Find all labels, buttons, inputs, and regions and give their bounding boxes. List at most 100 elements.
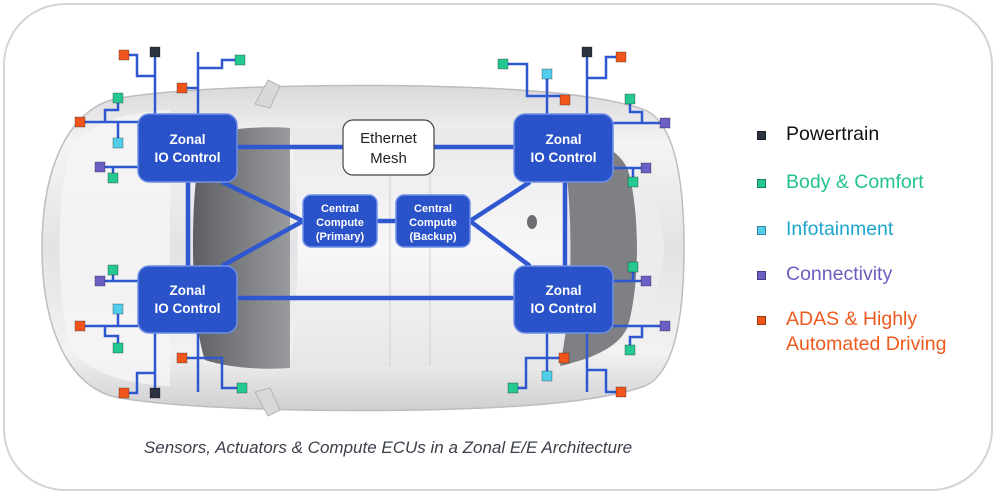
legend-item-body-comfort: Body & Comfort bbox=[757, 170, 946, 195]
legend-label: Infotainment bbox=[786, 218, 894, 240]
powertrain-ecu-icon bbox=[149, 46, 161, 58]
wire-segment bbox=[124, 371, 155, 395]
central-primary-line3: (Primary) bbox=[316, 231, 365, 243]
body-ecu-icon bbox=[627, 176, 639, 188]
wire-segment bbox=[103, 326, 120, 346]
body-ecu-icon bbox=[624, 93, 636, 105]
infotainment-ecu-icon bbox=[541, 370, 553, 382]
link-rl-primary bbox=[220, 219, 305, 268]
zonal-label-line2: IO Control bbox=[155, 301, 221, 316]
zonal-box bbox=[513, 265, 614, 334]
body-ecu-icon bbox=[112, 92, 124, 104]
diagram-caption: Sensors, Actuators & Compute ECUs in a Z… bbox=[143, 438, 633, 457]
infotainment-ecu-icon bbox=[112, 137, 124, 149]
adas-ecu-icon bbox=[615, 51, 627, 63]
zonal-box bbox=[137, 113, 238, 183]
body-ecu-icon bbox=[107, 172, 119, 184]
connectivity-ecu-icon bbox=[640, 275, 652, 287]
legend-label-line1: ADAS & Highly bbox=[786, 308, 918, 330]
adas-ecu-icon bbox=[74, 116, 86, 128]
legend-item-infotainment: Infotainment bbox=[757, 217, 946, 242]
zonal-label-line2: IO Control bbox=[531, 150, 597, 165]
connectivity-ecu-icon bbox=[94, 161, 106, 173]
right-mirror bbox=[254, 387, 281, 417]
adas-ecu-icon bbox=[118, 49, 130, 61]
body-ecu-icon bbox=[107, 264, 119, 276]
powertrain-swatch-icon bbox=[757, 131, 766, 140]
roof bbox=[290, 128, 569, 368]
ethernet-mesh-box bbox=[342, 119, 435, 176]
adas-ecu-icon bbox=[558, 352, 570, 364]
backbone-network bbox=[185, 144, 568, 301]
left-mirror bbox=[254, 79, 281, 109]
wire-segment bbox=[628, 101, 644, 123]
body-ecu-icon bbox=[624, 344, 636, 356]
body-ecu-icon bbox=[627, 261, 639, 273]
adas-ecu-icon bbox=[559, 94, 571, 106]
wire-segment bbox=[198, 58, 238, 70]
central-backup-line2: Compute bbox=[409, 217, 457, 229]
central-compute-backup-node[interactable]: Central Compute (Backup) bbox=[395, 194, 471, 248]
wire-segment bbox=[587, 55, 621, 80]
central-primary-box bbox=[302, 194, 378, 248]
adas-ecu-icon bbox=[176, 82, 188, 94]
ethernet-mesh-line2: Mesh bbox=[370, 150, 407, 167]
infotainment-ecu-icon bbox=[541, 68, 553, 80]
infotainment-ecu-icon bbox=[112, 303, 124, 315]
legend: Powertrain Body & Comfort Infotainment C… bbox=[757, 122, 946, 357]
wire-segment bbox=[103, 101, 120, 122]
wire-segment bbox=[587, 368, 621, 394]
legend-item-connectivity: Connectivity bbox=[757, 262, 946, 287]
connectivity-ecu-icon bbox=[94, 275, 106, 287]
connectivity-ecu-icon bbox=[659, 117, 671, 129]
powertrain-ecu-icon bbox=[149, 387, 161, 399]
adas-ecu-icon bbox=[176, 352, 188, 364]
body-comfort-swatch-icon bbox=[757, 179, 766, 188]
zonal-box bbox=[513, 113, 614, 183]
zonal-label-line1: Zonal bbox=[170, 283, 206, 298]
body-ecu-icon bbox=[236, 382, 248, 394]
zonal-io-control-rear-left[interactable]: Zonal IO Control bbox=[137, 265, 238, 334]
zonal-label-line1: Zonal bbox=[170, 132, 206, 147]
central-primary-line1: Central bbox=[321, 203, 359, 215]
central-backup-box bbox=[395, 194, 471, 248]
ethernet-mesh-line1: Ethernet bbox=[360, 130, 418, 147]
legend-item-adas: ADAS & Highly Automated Driving bbox=[757, 307, 946, 357]
adas-ecu-icon bbox=[74, 320, 86, 332]
legend-label: Body & Comfort bbox=[786, 171, 924, 193]
connectivity-ecu-icon bbox=[659, 320, 671, 332]
trunk bbox=[628, 170, 664, 326]
link-fl-primary bbox=[221, 179, 304, 224]
wire-segment bbox=[505, 62, 547, 98]
wire-segment bbox=[198, 356, 240, 390]
peripheral-wiring bbox=[80, 52, 665, 395]
adas-ecu-icon bbox=[615, 386, 627, 398]
legend-item-powertrain: Powertrain bbox=[757, 122, 946, 147]
body-ecu-icon bbox=[497, 58, 509, 70]
zonal-label-line2: IO Control bbox=[531, 301, 597, 316]
zonal-label-line1: Zonal bbox=[546, 132, 582, 147]
adas-ecu-icon bbox=[118, 387, 130, 399]
central-backup-line1: Central bbox=[414, 203, 452, 215]
powertrain-ecu-icon bbox=[581, 46, 593, 58]
zonal-label-line2: IO Control bbox=[155, 150, 221, 165]
zonal-io-control-front-right[interactable]: Zonal IO Control bbox=[513, 113, 614, 183]
ethernet-mesh-node[interactable]: Ethernet Mesh bbox=[342, 119, 435, 176]
link-rr-backup bbox=[468, 219, 532, 268]
wire-segment bbox=[628, 326, 644, 348]
link-fr-backup bbox=[468, 180, 532, 223]
zonal-io-control-front-left[interactable]: Zonal IO Control bbox=[137, 113, 238, 183]
wire-segment bbox=[124, 53, 155, 78]
body-ecu-icon bbox=[507, 382, 519, 394]
central-primary-line2: Compute bbox=[316, 217, 364, 229]
zonal-io-control-rear-right[interactable]: Zonal IO Control bbox=[513, 265, 614, 334]
body-ecu-icon bbox=[112, 342, 124, 354]
legend-label: Connectivity bbox=[786, 263, 893, 285]
central-compute-primary-node[interactable]: Central Compute (Primary) bbox=[302, 194, 378, 248]
adas-swatch-icon bbox=[757, 316, 766, 325]
wire-segment bbox=[515, 356, 547, 390]
zonal-box bbox=[137, 265, 238, 334]
infotainment-swatch-icon bbox=[757, 226, 766, 235]
body-ecu-icon bbox=[234, 54, 246, 66]
